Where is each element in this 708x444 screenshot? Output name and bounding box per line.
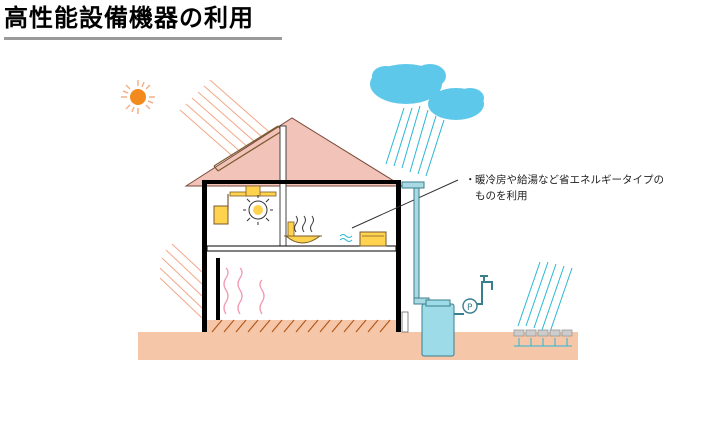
annotation-line-2: ものを利用 <box>475 190 528 202</box>
water-heater-icon <box>213 185 277 225</box>
title-underline <box>4 37 282 40</box>
rainwater-tank <box>421 299 455 357</box>
annotation-bullet: ・ <box>465 174 476 186</box>
rain-cloud-icon <box>370 64 484 120</box>
pump-icon: P <box>454 298 478 315</box>
page-title: 高性能設備機器の利用 <box>4 4 254 32</box>
chimney-pipe <box>279 125 287 249</box>
floor-heating <box>207 319 396 333</box>
annotation-line-1: 暖冷房や給湯など省エネルギータイプの <box>475 174 664 186</box>
rain-over-roof <box>385 105 445 177</box>
annotation-leader <box>351 179 459 229</box>
rain-right <box>517 261 573 333</box>
food-bowl-icon <box>284 215 322 244</box>
annotation-text: ・暖冷房や給湯など省エネルギータイプの ものを利用 <box>465 172 701 204</box>
infiltration-wells <box>513 329 573 337</box>
svg-text:P: P <box>467 303 473 313</box>
faucet-icon <box>477 275 493 305</box>
light-bulb-icon <box>243 195 273 225</box>
outdoor-unit <box>401 311 409 333</box>
rainwater-pipe <box>401 181 430 311</box>
ground <box>138 332 570 360</box>
heater-unit <box>339 231 387 247</box>
heat-waves <box>223 267 265 315</box>
roof <box>184 117 404 187</box>
sun-icon <box>121 80 155 114</box>
house-walls <box>202 180 401 332</box>
infiltration-arrows <box>514 338 572 347</box>
